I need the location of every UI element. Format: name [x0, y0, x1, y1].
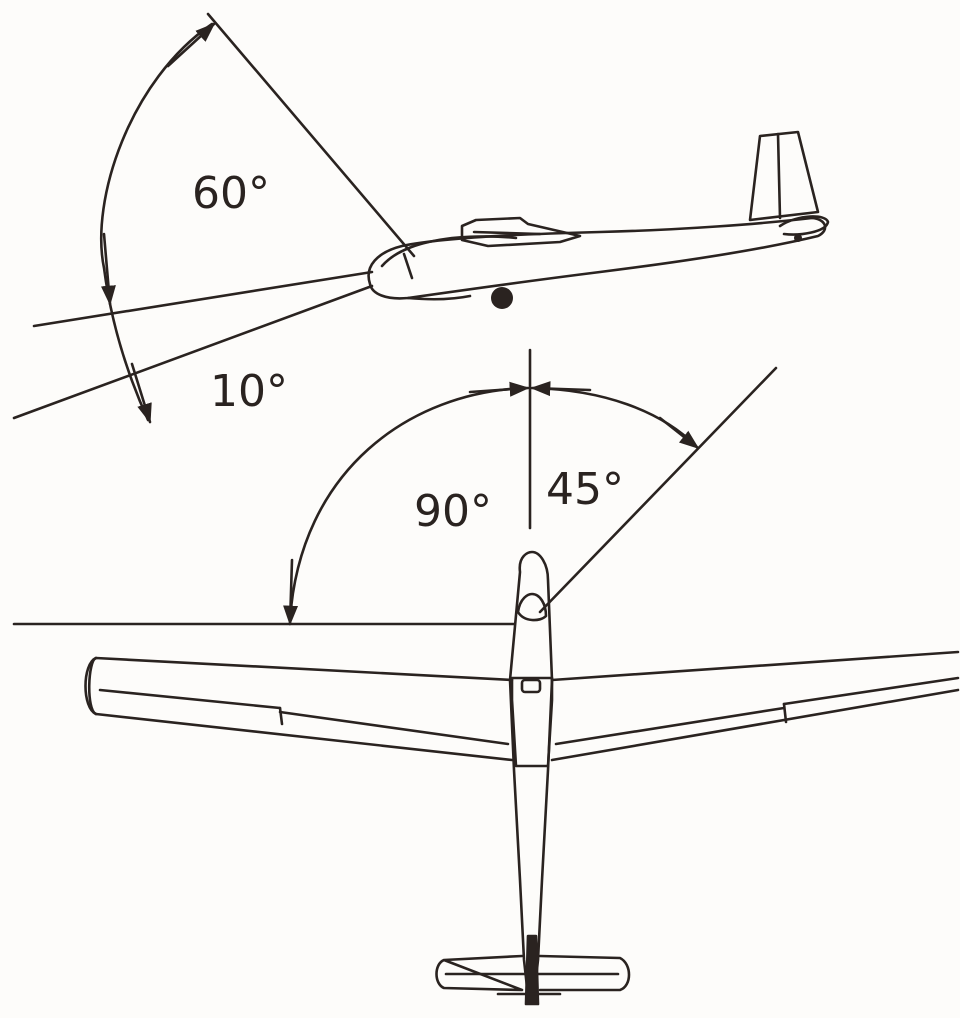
top-fin-shadow — [524, 934, 540, 1006]
side-tail-skid — [794, 234, 802, 242]
dive-angle-label: 10° — [210, 366, 288, 417]
side-10-sightline — [12, 284, 374, 420]
top-left-wing — [87, 656, 514, 762]
side-canopy — [380, 235, 518, 268]
side-fuselage — [367, 216, 827, 300]
top-left-wing-flap-hinge — [278, 710, 510, 746]
top-tailplane — [435, 954, 631, 992]
side-angle-arc — [100, 22, 214, 422]
side-wing-root-line — [472, 230, 542, 236]
side-wing — [460, 216, 582, 248]
side-tailplane — [778, 215, 830, 236]
side-landing-wheel — [491, 287, 513, 309]
top-left-wing-aileron-hinge — [98, 688, 282, 710]
top-45-sightline — [538, 366, 778, 614]
top-right-wing — [550, 650, 960, 762]
top-canopy — [516, 592, 548, 622]
top-45-arrow-end — [658, 416, 700, 450]
top-90-arrow-bottom — [283, 558, 299, 626]
top-wing-root-fitting — [520, 678, 542, 694]
glider-top-view — [12, 348, 960, 1006]
top-left-wingtip — [84, 656, 98, 716]
glider-side-view — [12, 12, 830, 424]
top-right-aileron-break — [782, 702, 788, 724]
side-arc-arrow-top — [166, 22, 216, 68]
top-right-wing-flap-hinge — [554, 706, 786, 746]
top-45-arrow-start — [530, 381, 592, 397]
top-wing-root — [510, 676, 554, 768]
side-fin — [748, 130, 820, 222]
side-canopy-frame — [402, 252, 414, 280]
top-left-aileron-break — [278, 706, 284, 726]
side-arc-arrow-bottom — [130, 362, 152, 424]
side-60-sightline — [206, 12, 416, 258]
side-rudder-hinge — [776, 132, 782, 220]
side-fuselage-belly — [406, 294, 472, 301]
top-90-arrow-top — [468, 381, 530, 397]
top-right-wing-aileron-hinge — [782, 676, 960, 706]
top-90-arc — [288, 386, 528, 622]
top-45-arc — [532, 386, 698, 448]
side-horizon-line — [32, 270, 374, 328]
climb-angle-label: 60° — [192, 168, 270, 219]
side-arc-arrow-horizon — [100, 232, 116, 306]
rear-angle-label: 45° — [546, 464, 624, 515]
forward-angle-label: 90° — [414, 486, 492, 537]
